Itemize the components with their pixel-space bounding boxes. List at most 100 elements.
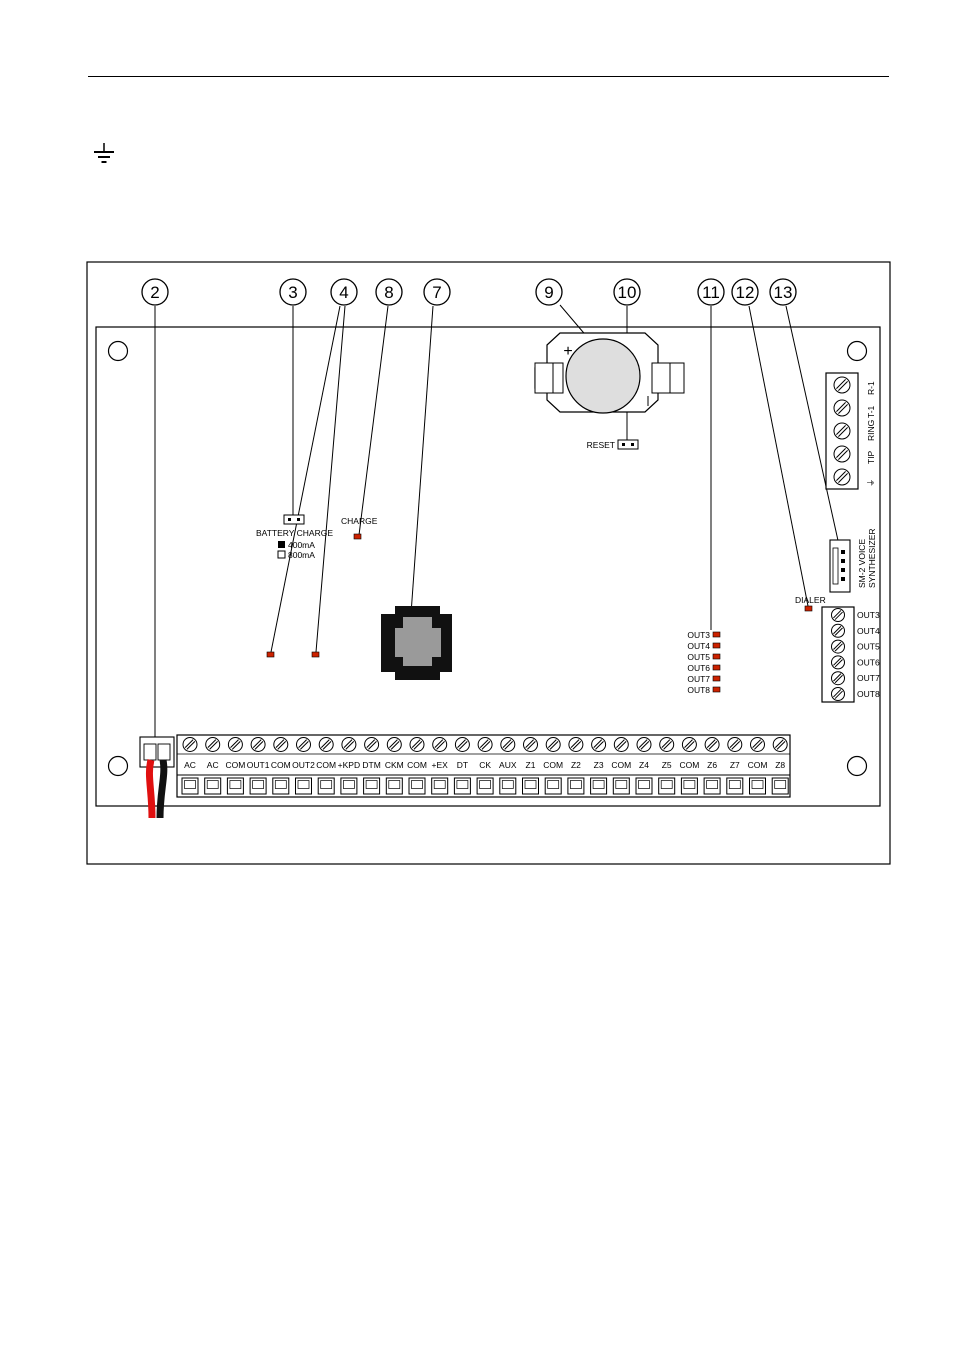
- diagram-frame: [86, 261, 891, 865]
- terminal-screw[interactable]: [523, 737, 538, 752]
- out-led: [712, 686, 721, 693]
- phone-terminal-screw[interactable]: [833, 468, 851, 486]
- out-led-label: OUT7: [687, 674, 710, 684]
- battery-plus-sign: +: [563, 343, 572, 360]
- terminal-clamp-slot: [479, 780, 491, 789]
- out-led-label: OUT8: [687, 685, 710, 695]
- phone-terminal-screw[interactable]: [833, 422, 851, 440]
- terminal-clamp-slot: [274, 780, 287, 789]
- mounting-hole: [107, 755, 129, 777]
- terminal-clamp-slot: [615, 780, 628, 789]
- terminal-label: +EX: [432, 760, 449, 770]
- out-terminal-screw[interactable]: [831, 608, 845, 622]
- terminal-screw[interactable]: [227, 737, 243, 752]
- reset-jumper[interactable]: [617, 439, 639, 450]
- out-led: [712, 642, 721, 649]
- terminal-label: OUT2: [292, 760, 315, 770]
- terminal-screw[interactable]: [681, 737, 697, 752]
- terminal-label: COM: [611, 760, 631, 770]
- out-terminal-label: OUT6: [857, 657, 880, 667]
- power-wire-black: [156, 759, 168, 819]
- terminal-clamp-slot: [206, 780, 219, 789]
- phone-terminal-label: RING: [866, 420, 876, 441]
- terminal-screw[interactable]: [205, 737, 221, 752]
- terminal-screw[interactable]: [477, 737, 493, 752]
- terminal-screw[interactable]: [591, 737, 607, 752]
- terminal-clamp-slot: [411, 780, 423, 789]
- terminal-label: CK: [479, 760, 491, 770]
- out-terminal-label: OUT4: [857, 626, 880, 636]
- terminal-screw[interactable]: [545, 737, 561, 752]
- terminal-screw[interactable]: [568, 737, 584, 752]
- terminal-screw[interactable]: [386, 737, 402, 752]
- charge-label: CHARGE: [341, 516, 378, 526]
- status-led: [311, 651, 320, 658]
- terminal-screw[interactable]: [182, 737, 198, 752]
- terminal-screw[interactable]: [750, 737, 765, 752]
- terminal-screw[interactable]: [432, 737, 448, 752]
- terminal-screw[interactable]: [364, 737, 380, 752]
- terminal-screw[interactable]: [409, 737, 425, 752]
- option-empty-square: [277, 550, 286, 559]
- mounting-hole: [846, 340, 868, 362]
- callout-circle-13: 13: [769, 278, 797, 306]
- terminal-screw[interactable]: [636, 737, 652, 752]
- terminal-clamp-slot: [592, 780, 605, 789]
- terminal-screw[interactable]: [318, 737, 334, 752]
- terminal-clamp-slot: [683, 780, 696, 789]
- terminal-clamp-slot: [252, 780, 264, 789]
- battery-charge-label: BATTERY CHARGE: [256, 528, 333, 538]
- phone-terminal-label: ⏚: [866, 478, 876, 487]
- out-led-label: OUT5: [687, 652, 710, 662]
- terminal-clamp-slot: [774, 780, 787, 789]
- terminal-screw[interactable]: [273, 737, 289, 752]
- terminal-clamp-slot: [297, 780, 310, 789]
- terminal-screw[interactable]: [341, 737, 357, 752]
- terminal-screw[interactable]: [454, 737, 470, 752]
- terminal-label: OUT1: [247, 760, 270, 770]
- phone-terminal-screw[interactable]: [833, 445, 851, 463]
- phone-terminal-label: R-1: [866, 381, 876, 395]
- terminal-label: COM: [679, 760, 699, 770]
- battery-charge-jumper[interactable]: [283, 514, 305, 525]
- terminal-clamp-slot: [660, 780, 673, 789]
- terminal-label: AC: [184, 760, 196, 770]
- terminal-clamp-slot: [501, 780, 514, 789]
- power-wire-red: [145, 759, 156, 819]
- terminal-screw[interactable]: [500, 737, 516, 752]
- page-header-rule: [88, 76, 889, 77]
- rj-jack: [381, 606, 452, 680]
- terminal-label: Z5: [662, 760, 672, 770]
- terminal-screw[interactable]: [727, 737, 743, 752]
- terminal-label: Z7: [730, 760, 740, 770]
- option-filled-square: [278, 541, 285, 548]
- terminal-screw[interactable]: [250, 737, 266, 752]
- callout-number: 11: [702, 283, 720, 302]
- terminal-label: COM: [748, 760, 768, 770]
- terminal-screw[interactable]: [613, 737, 629, 752]
- mounting-hole: [846, 755, 868, 777]
- out-terminal-screw[interactable]: [831, 687, 845, 701]
- terminal-screw[interactable]: [296, 737, 311, 752]
- reset-label: RESET: [587, 440, 615, 450]
- phone-terminal-screw[interactable]: [833, 376, 851, 394]
- terminal-clamp-slot: [343, 780, 355, 789]
- callout-number: 8: [384, 283, 393, 302]
- out-terminal-screw[interactable]: [831, 623, 845, 638]
- terminal-screw[interactable]: [772, 737, 788, 752]
- battery-option-800: 800mA: [288, 550, 315, 560]
- terminal-label: DT: [457, 760, 468, 770]
- callout-number: 9: [544, 283, 553, 302]
- callout-number: 4: [339, 283, 348, 302]
- out-terminal-screw[interactable]: [831, 655, 845, 670]
- phone-terminal-screw[interactable]: [833, 399, 851, 417]
- terminal-screw[interactable]: [704, 737, 720, 752]
- terminal-label: Z6: [707, 760, 717, 770]
- terminal-screw[interactable]: [659, 737, 675, 752]
- battery-holder: +: [534, 332, 685, 414]
- out-terminal-screw[interactable]: [831, 671, 845, 686]
- terminal-label: AUX: [499, 760, 517, 770]
- out-terminal-screw[interactable]: [831, 639, 845, 654]
- mounting-hole: [107, 340, 129, 362]
- synthesizer-label-1: SM-2 VOICE: [857, 539, 867, 588]
